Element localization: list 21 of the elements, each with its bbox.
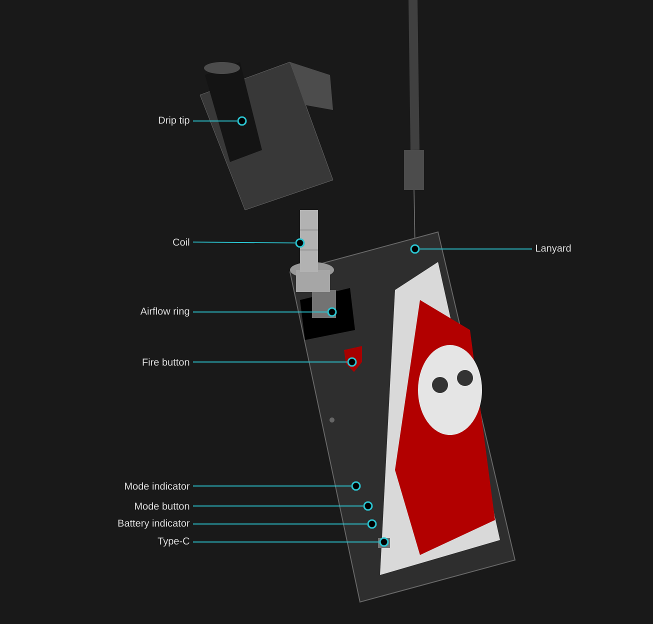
marker-dot xyxy=(327,307,337,317)
part-label: Fire button xyxy=(142,358,190,366)
leader-line xyxy=(192,242,296,244)
part-label: Coil xyxy=(173,238,190,246)
marker-dot xyxy=(347,357,357,367)
leader-line xyxy=(419,248,532,250)
part-label: Battery indicator xyxy=(118,519,190,529)
part-label: Drip tip xyxy=(158,116,190,126)
marker-dot xyxy=(363,501,373,511)
part-label: Lanyard xyxy=(536,244,571,254)
part-label: Type-C xyxy=(158,537,190,547)
marker-dot xyxy=(295,238,305,248)
marker-dot xyxy=(351,481,361,491)
part-label: Airflow ring xyxy=(140,307,190,317)
marker-dot xyxy=(410,244,420,254)
part-label: Mode button xyxy=(135,502,190,510)
leader-line xyxy=(192,120,238,122)
marker-dot xyxy=(367,519,377,529)
marker-dot xyxy=(237,116,247,126)
part-label: Mode indicator xyxy=(125,482,190,490)
marker-dot xyxy=(379,537,389,547)
